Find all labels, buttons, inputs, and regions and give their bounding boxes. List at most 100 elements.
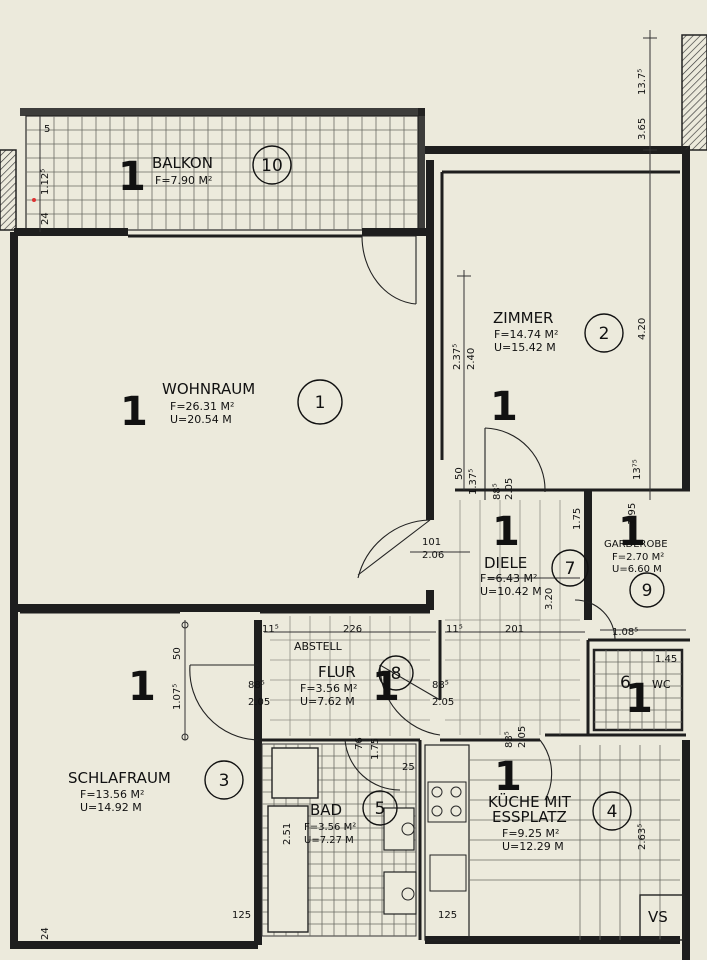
garderobe-perimeter: U=6.60 M [612,564,662,575]
wohnraum-number-circle [297,379,343,425]
zimmer-number: 2 [599,324,610,344]
room-unit-markers: 1 1 1 1 1 1 1 1 1 [118,154,653,800]
kueche-name-line1: KÜCHE MIT [488,792,572,811]
dim-50b: 50 [172,647,183,660]
hall-tile-grid [270,500,580,736]
wohnraum-area: F=26.31 M² [170,400,234,413]
kueche-number-circle [592,791,632,831]
dim-1375c: 13⁷⁵ [632,459,643,480]
flur-number: 8 [391,664,402,684]
dim-1375: 13.7⁵ [637,69,648,95]
flur-area: F=3.56 M² [300,682,357,695]
garderobe-number-circle [629,572,665,608]
dim-112: 1.12⁵ [40,169,51,195]
zimmer-name: ZIMMER [493,309,553,327]
dim-1375b: 1.37⁵ [468,469,479,495]
abstell-label: ABSTELL [294,640,343,653]
schlafraum-name: SCHLAFRAUM [68,769,171,787]
dim-115a: 11⁵ [262,624,279,635]
dim-205c: 2.05 [432,697,454,708]
wohnraum-unit: 1 [120,389,148,435]
dim-25: 25 [402,762,415,773]
balkon-name: BALKON [152,154,213,172]
garderobe-name: GARDEROBE [604,539,668,550]
schlafraum-area: F=13.56 M² [80,788,144,801]
dim-195: 1.95 [627,503,638,525]
diele-number: 7 [565,559,576,579]
schlafraum-number: 3 [219,771,230,791]
dim-365: 3.65 [637,118,648,140]
dim-251: 2.51 [282,823,293,845]
dim-1085: 1.08⁵ [612,627,638,638]
dim-125a: 125 [232,910,251,921]
wohnraum-number: 1 [315,393,326,413]
wohnraum-perimeter: U=20.54 M [170,413,232,426]
wc-number: 6 [620,673,631,693]
flur-number-circle [378,655,414,691]
zimmer-number-circle [584,313,624,353]
dim-115b: 11⁵ [446,624,463,635]
bad-number: 5 [375,799,386,819]
zimmer-unit: 1 [490,384,518,430]
dim-24-balk: 24 [40,212,51,225]
dim-24-bot: 24 [40,927,51,940]
dim-175b: 1.75 [370,738,381,760]
dim-885c: 88⁵ [432,680,449,691]
bad-name: BAD [310,801,342,819]
exterior-walls [0,34,707,960]
schlafraum-number-circle [204,760,244,800]
bad-perimeter: U=7.27 M [304,835,354,846]
flur-name: FLUR [318,663,356,681]
bad-number-circle [362,790,398,826]
diele-area: F=6.43 M² [480,572,537,585]
diele-number-circle [551,549,589,587]
kueche-area: F=9.25 M² [502,827,559,840]
dim-2375: 2.37⁵ [452,344,463,370]
flur-perimeter: U=7.62 M [300,695,355,708]
wc-unit: 1 [625,676,653,722]
vs-label: VS [648,908,668,926]
wc-name: WC [652,678,671,691]
kueche-number: 4 [607,802,618,822]
dim-240: 2.40 [466,348,477,370]
dim-885b: 88⁵ [248,680,265,691]
dimension-lines [32,30,686,741]
diele-unit: 1 [492,509,520,555]
balkon-area: F=7.90 M² [155,174,212,187]
balkon-unit: 1 [118,154,146,200]
garderobe-unit: 1 [618,509,646,555]
zimmer-area: F=14.74 M² [494,328,558,341]
kitchen-fixtures [424,744,685,941]
dim-1075: 1.07⁵ [172,684,183,710]
interior-walls [18,160,690,945]
dim-205b: 2.05 [248,697,270,708]
dim-320: 3.20 [544,588,555,610]
kueche-name-line2: ESSPLATZ [492,808,567,826]
garderobe-number: 9 [642,581,653,601]
kueche-perimeter: U=12.29 M [502,840,564,853]
dim-76: 76 [354,737,365,750]
dim-125b: 125 [438,910,457,921]
wc-tile-grid [592,648,684,732]
diele-name: DIELE [484,554,527,572]
dim-885a: 88⁵ [492,483,503,500]
balkon-number: 10 [261,156,283,176]
dim-885d: 88⁵ [504,731,515,748]
schlafraum-unit: 1 [128,664,156,710]
kueche-unit: 1 [494,754,522,800]
bath-fixtures [267,747,417,933]
dim-420: 4.20 [637,318,648,340]
garderobe-area: F=2.70 M² [612,552,664,563]
schlafraum-perimeter: U=14.92 M [80,801,142,814]
dim-205a: 2.05 [504,478,515,500]
wohnraum-name: WOHNRAUM [162,380,255,398]
dim-226: 226 [343,624,362,635]
dim-201: 201 [505,624,524,635]
balcony-tile-grid [20,108,425,231]
dim-101: 101 [422,537,441,548]
dim-145: 1.45 [655,654,677,665]
dim-205d: 2.05 [517,726,528,748]
dim-175: 1.75 [572,508,583,530]
dim-206: 2.06 [422,550,444,561]
